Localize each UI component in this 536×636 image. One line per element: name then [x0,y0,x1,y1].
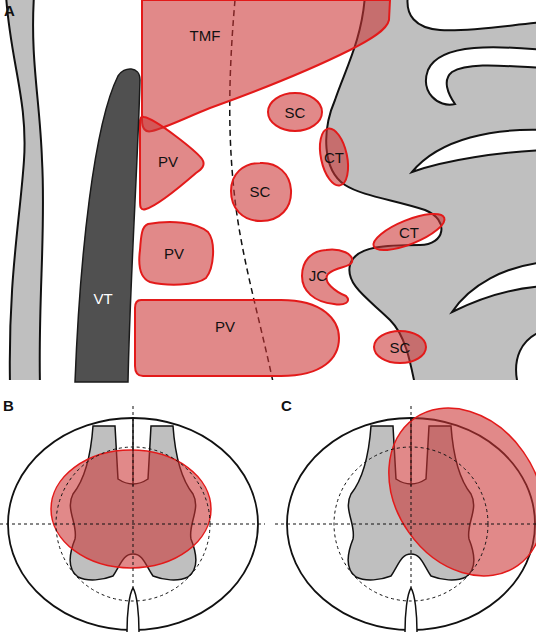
region-label: SC [390,340,411,355]
outer-space [407,0,536,30]
region-label: PV [164,246,184,261]
region-label: PV [158,154,178,169]
region-label: CT [399,225,419,240]
panel-letter: C [281,398,292,413]
dashed-axis [411,406,412,588]
region-label: SC [250,184,271,199]
region-blob: CT [314,126,354,188]
dashed-axis [133,406,134,588]
median-fissure [127,588,139,632]
cortex-gray-matter [326,0,536,380]
region-label: TMF [190,28,221,43]
node-shape [140,117,204,210]
node-shape [268,93,322,131]
panel-c-art [275,378,536,632]
region-label: SC [285,105,306,120]
dashed-axis [0,524,265,525]
region-blob: CT [368,208,450,256]
region-blob: SC [266,91,324,133]
panel-b-art [0,406,265,632]
node-shape [75,69,140,382]
meningeal-strip [6,0,43,380]
node-shape [315,126,352,188]
node-shape [374,331,426,363]
dashed-circle [334,447,488,601]
region-label: VT [93,291,112,306]
region-label: PV [215,319,235,334]
node-shape [142,0,390,131]
node-shape [231,163,291,221]
lesion-area [51,450,211,568]
node-shape [302,250,352,305]
lesion-area [357,378,536,606]
region-blob: PV [136,220,216,288]
sulcus [426,47,536,104]
outer-space [516,330,536,380]
ventricle-shape: VT [72,64,144,380]
node-outline [140,0,392,134]
region-blob: SC [372,328,428,366]
dashed-axis [275,524,536,525]
panel-letter: B [3,398,14,413]
node-shape [139,222,213,285]
node-shape [369,207,448,258]
region-blob: PV [136,111,208,213]
region-blob: SC [228,160,294,224]
region-blob: JC [296,246,358,308]
node-outline [131,296,343,380]
node-outline [72,64,144,380]
region-label: CT [324,150,344,165]
sulcus [452,262,536,312]
node-shape [135,300,339,376]
median-fissure [405,588,417,632]
region-blob: PV [131,296,343,380]
sulcus [412,130,536,172]
panel-letter: A [4,3,15,18]
region-blob: TMF [140,0,392,134]
region-label: JC [309,268,327,283]
panel-a-art [6,0,536,380]
